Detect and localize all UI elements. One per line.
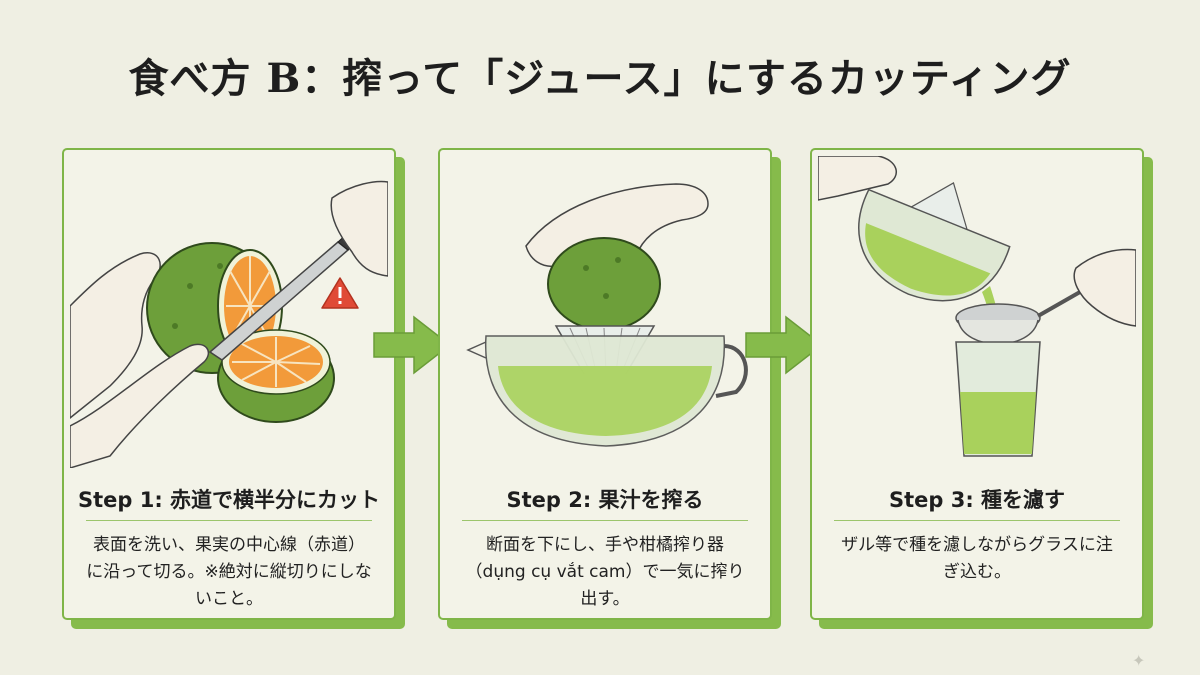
- warning-icon: [321, 277, 359, 309]
- step-card-3: Step 3: 種を濾す ザル等で種を濾しながらグラスに注ぎ込む。: [810, 148, 1144, 620]
- straining-seeds-illustration: [818, 156, 1136, 457]
- sparkle-icon: ✦: [1132, 651, 1146, 670]
- arrow-right-icon: [745, 315, 824, 375]
- arrow-right-icon: [373, 315, 452, 375]
- divider: [834, 520, 1120, 521]
- step-card-2: Step 2: 果汁を搾る 断面を下にし、手や柑橘搾り器（dụng cụ vắt…: [438, 148, 772, 620]
- page-title: 食べ方 B：搾って「ジュース」にするカッティング: [128, 55, 1072, 102]
- step-3-title: Step 3: 種を濾す: [888, 488, 1066, 512]
- cutting-orange-illustration: [70, 180, 388, 468]
- step-2-title: Step 2: 果汁を搾る: [506, 488, 704, 512]
- step-1-description: 表面を洗い、果実の中心線（赤道）に沿って切る。※絶対に縦切りにしないこと。: [86, 535, 372, 609]
- step-1-title: Step 1: 赤道で横半分にカット: [77, 488, 381, 512]
- step-3-description: ザル等で種を濾しながらグラスに注ぎ込む。: [841, 535, 1113, 582]
- divider: [86, 520, 372, 521]
- divider: [462, 520, 748, 521]
- step-2-description: 断面を下にし、手や柑橘搾り器（dụng cụ vắt cam）で一気に搾り出す。: [465, 535, 745, 609]
- squeezing-juice-illustration: [466, 183, 748, 447]
- step-card-1: Step 1: 赤道で横半分にカット 表面を洗い、果実の中心線（赤道）に沿って切…: [62, 148, 396, 620]
